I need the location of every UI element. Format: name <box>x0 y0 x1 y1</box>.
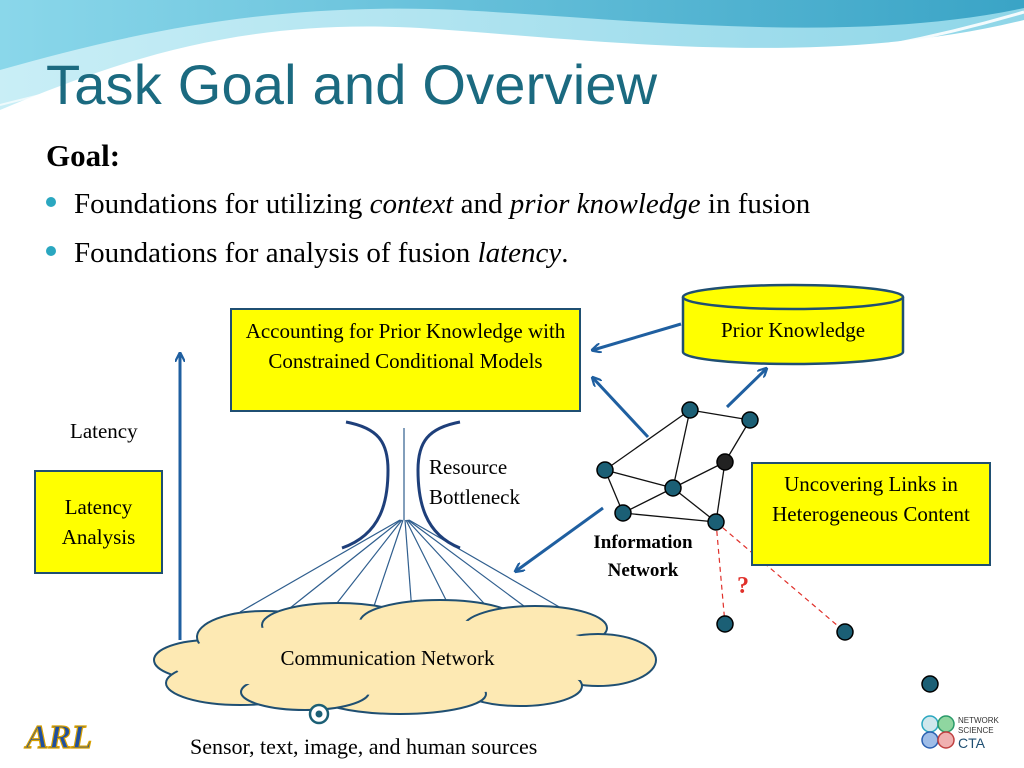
cta-logo-line2: SCIENCE <box>958 726 994 735</box>
bullet-italic-prior-knowledge: prior knowledge <box>509 188 701 220</box>
top-wave-decoration <box>0 0 1024 110</box>
arrow-network-to-prior-knowledge <box>725 369 766 409</box>
uncovering-links-label: Uncovering Links in Heterogeneous Conten… <box>772 472 970 526</box>
bullet-text: in fusion <box>700 188 811 220</box>
network-science-cta-logo: NETWORK SCIENCE CTA <box>921 715 1000 751</box>
sources-caption: Sensor, text, image, and human sources <box>190 734 538 759</box>
cta-logo-line3: CTA <box>958 735 986 751</box>
question-mark: ? <box>737 573 749 599</box>
bullet-dot-icon <box>46 197 56 208</box>
bottleneck-right-curve <box>416 420 461 550</box>
information-network-nodes <box>596 401 939 693</box>
arl-logo: ARL <box>23 718 92 756</box>
bullet-italic-context: context <box>369 188 454 220</box>
arrow-network-to-ccm <box>593 378 650 439</box>
goal-heading: Goal: <box>46 138 121 173</box>
bullet-italic-latency: latency <box>477 237 562 269</box>
bullet-text: . <box>561 237 569 269</box>
information-network-label: Information Network <box>593 532 693 581</box>
bullet-dot-icon <box>46 246 56 257</box>
prior-knowledge-label: Prior Knowledge <box>720 318 866 342</box>
communication-network-label: Communication Network <box>280 646 495 670</box>
sensor-source-icon <box>308 703 330 725</box>
ccm-box-label: Accounting for Prior Knowledge with Cons… <box>245 319 566 373</box>
uncovered-links-dashed <box>715 521 846 633</box>
bullet-text: and <box>453 188 510 220</box>
ccm-box: Accounting for Prior Knowledge with Cons… <box>230 308 581 412</box>
prior-knowledge-cylinder <box>681 283 905 366</box>
latency-analysis-label: Latency Analysis <box>61 495 136 549</box>
bottleneck-funnel <box>239 428 569 613</box>
cta-logo-line1: NETWORK <box>958 716 1000 725</box>
bottleneck-left-curve <box>341 420 390 550</box>
uncovering-links-box: Uncovering Links in Heterogeneous Conten… <box>751 462 991 566</box>
bullet-item-context: Foundations for utilizing context and pr… <box>46 188 810 221</box>
slide-title: Task Goal and Overview <box>46 53 658 116</box>
bullet-text: Foundations for analysis of fusion <box>74 237 478 269</box>
bullet-item-latency: Foundations for analysis of fusion laten… <box>46 237 569 270</box>
arrow-network-to-comm <box>516 506 604 571</box>
latency-analysis-box: Latency Analysis <box>34 470 163 574</box>
latency-label: Latency <box>70 419 138 443</box>
resource-bottleneck-label: Resource Bottleneck <box>429 455 520 509</box>
arl-logo-text: ARL <box>24 719 92 756</box>
bullet-text: Foundations for utilizing <box>74 188 370 220</box>
arrow-to-ccm-box <box>593 322 682 350</box>
